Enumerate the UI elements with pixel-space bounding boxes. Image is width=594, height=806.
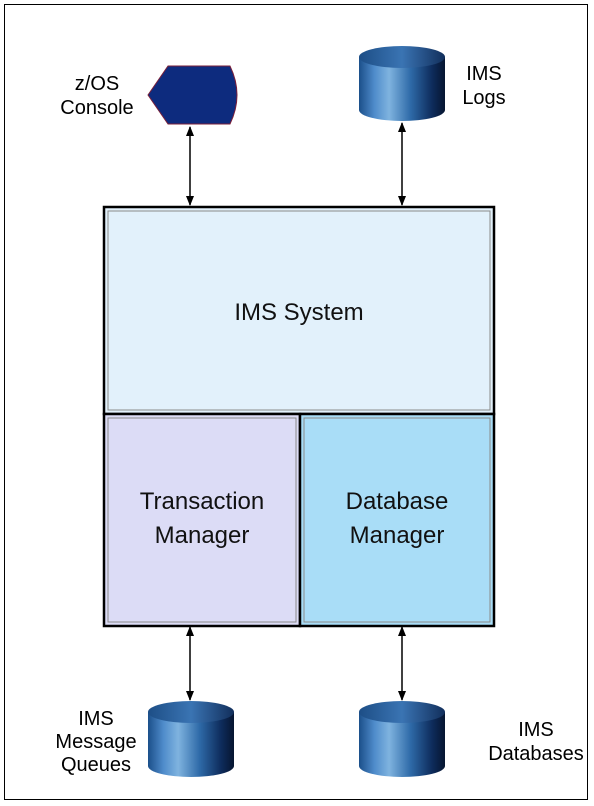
ims-system-label: IMS System [234, 299, 364, 326]
transaction-manager-label: Transaction Manager [139, 488, 265, 549]
databases-label: IMS Databases [488, 719, 584, 765]
logs-database-icon [359, 46, 445, 121]
message-queues-label: IMS Message Queues [55, 708, 137, 776]
database-manager-box [298, 412, 496, 628]
console-display-icon [147, 65, 238, 125]
logs-label: IMS Logs [462, 63, 506, 109]
console-label: z/OS Console [60, 73, 134, 119]
diagram-frame [4, 4, 588, 800]
database-manager-label: Database Manager [345, 488, 449, 549]
message-queues-database-icon [148, 701, 234, 777]
databases-database-icon [359, 701, 445, 777]
